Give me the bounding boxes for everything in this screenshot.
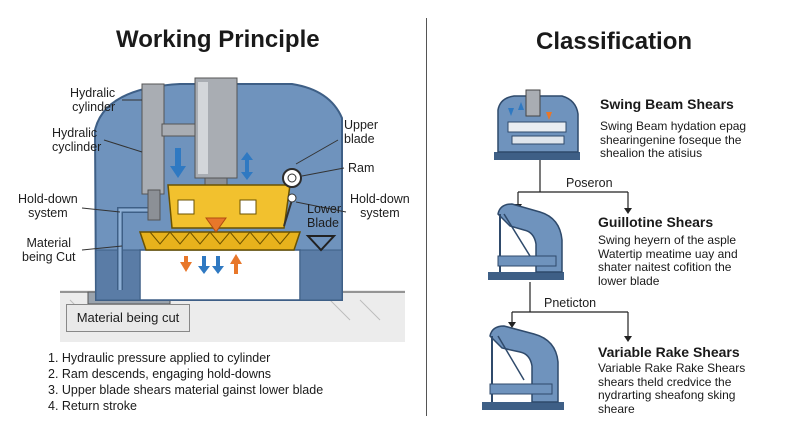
label-hold-down-left: Hold-down system	[18, 192, 78, 220]
frame-leg-right	[299, 249, 343, 301]
small-hydraulic-cylinder	[141, 83, 165, 195]
step-item: 3. Upper blade shears material gainst lo…	[48, 383, 324, 397]
ram-up-arrow	[241, 152, 253, 180]
guillotine-shear-icon	[488, 203, 564, 280]
working-principle-title: Working Principle	[116, 26, 320, 53]
cutting-point	[205, 217, 227, 233]
variable-rake-shear-icon	[482, 325, 564, 410]
label-ram: Ram	[348, 161, 375, 175]
step-item: 4. Return stroke	[48, 399, 137, 413]
swing-beam-shear-icon	[494, 89, 580, 160]
connector-label-poseron: Poseron	[566, 176, 613, 190]
label-hydraulic-cylinder-upper: Hydralic cylinder	[70, 86, 116, 114]
classification-title: Classification	[536, 28, 693, 55]
classification-flow	[511, 160, 629, 338]
ram-down-arrow	[170, 148, 186, 178]
lower-blade-bed	[138, 231, 302, 251]
label-material-bottom: Material being cut	[66, 304, 190, 332]
ram-indicator	[282, 168, 302, 188]
variable-rake-title: Variable Rake Shears	[598, 344, 740, 360]
lower-blade-symbol	[305, 235, 337, 252]
label-leaders	[81, 99, 347, 251]
label-lower-blade: Lower Blade	[307, 202, 342, 230]
step-item: 1. Hydraulic pressure applied to cylinde…	[48, 351, 271, 365]
stroke-arrows	[180, 254, 242, 274]
label-hold-down-right: Hold-down system	[350, 192, 410, 220]
label-material-left: Material being Cut	[22, 236, 76, 264]
swing-beam-title: Swing Beam Shears	[600, 96, 734, 112]
steps-list: 1. Hydraulic pressure applied to cylinde…	[48, 350, 323, 414]
label-hydraulic-cylinder-lower: Hydralic cyclinder	[52, 126, 102, 154]
connector-label-pneticton: Pneticton	[544, 296, 597, 310]
upper-blade-carrier	[167, 184, 291, 229]
label-upper-blade: Upper blade	[344, 118, 379, 146]
section-divider	[426, 18, 427, 416]
variable-rake-desc: Variable Rake Rake Shears shears theld c…	[598, 361, 746, 416]
guillotine-desc: Swing heyern of the asple Watertip meati…	[598, 233, 738, 288]
step-item: 2. Ram descends, engaging hold-downs	[48, 367, 272, 381]
guillotine-title: Guillotine Shears	[598, 214, 714, 230]
swing-beam-desc: Swing Beam hydation epag shearingenine f…	[600, 119, 747, 160]
